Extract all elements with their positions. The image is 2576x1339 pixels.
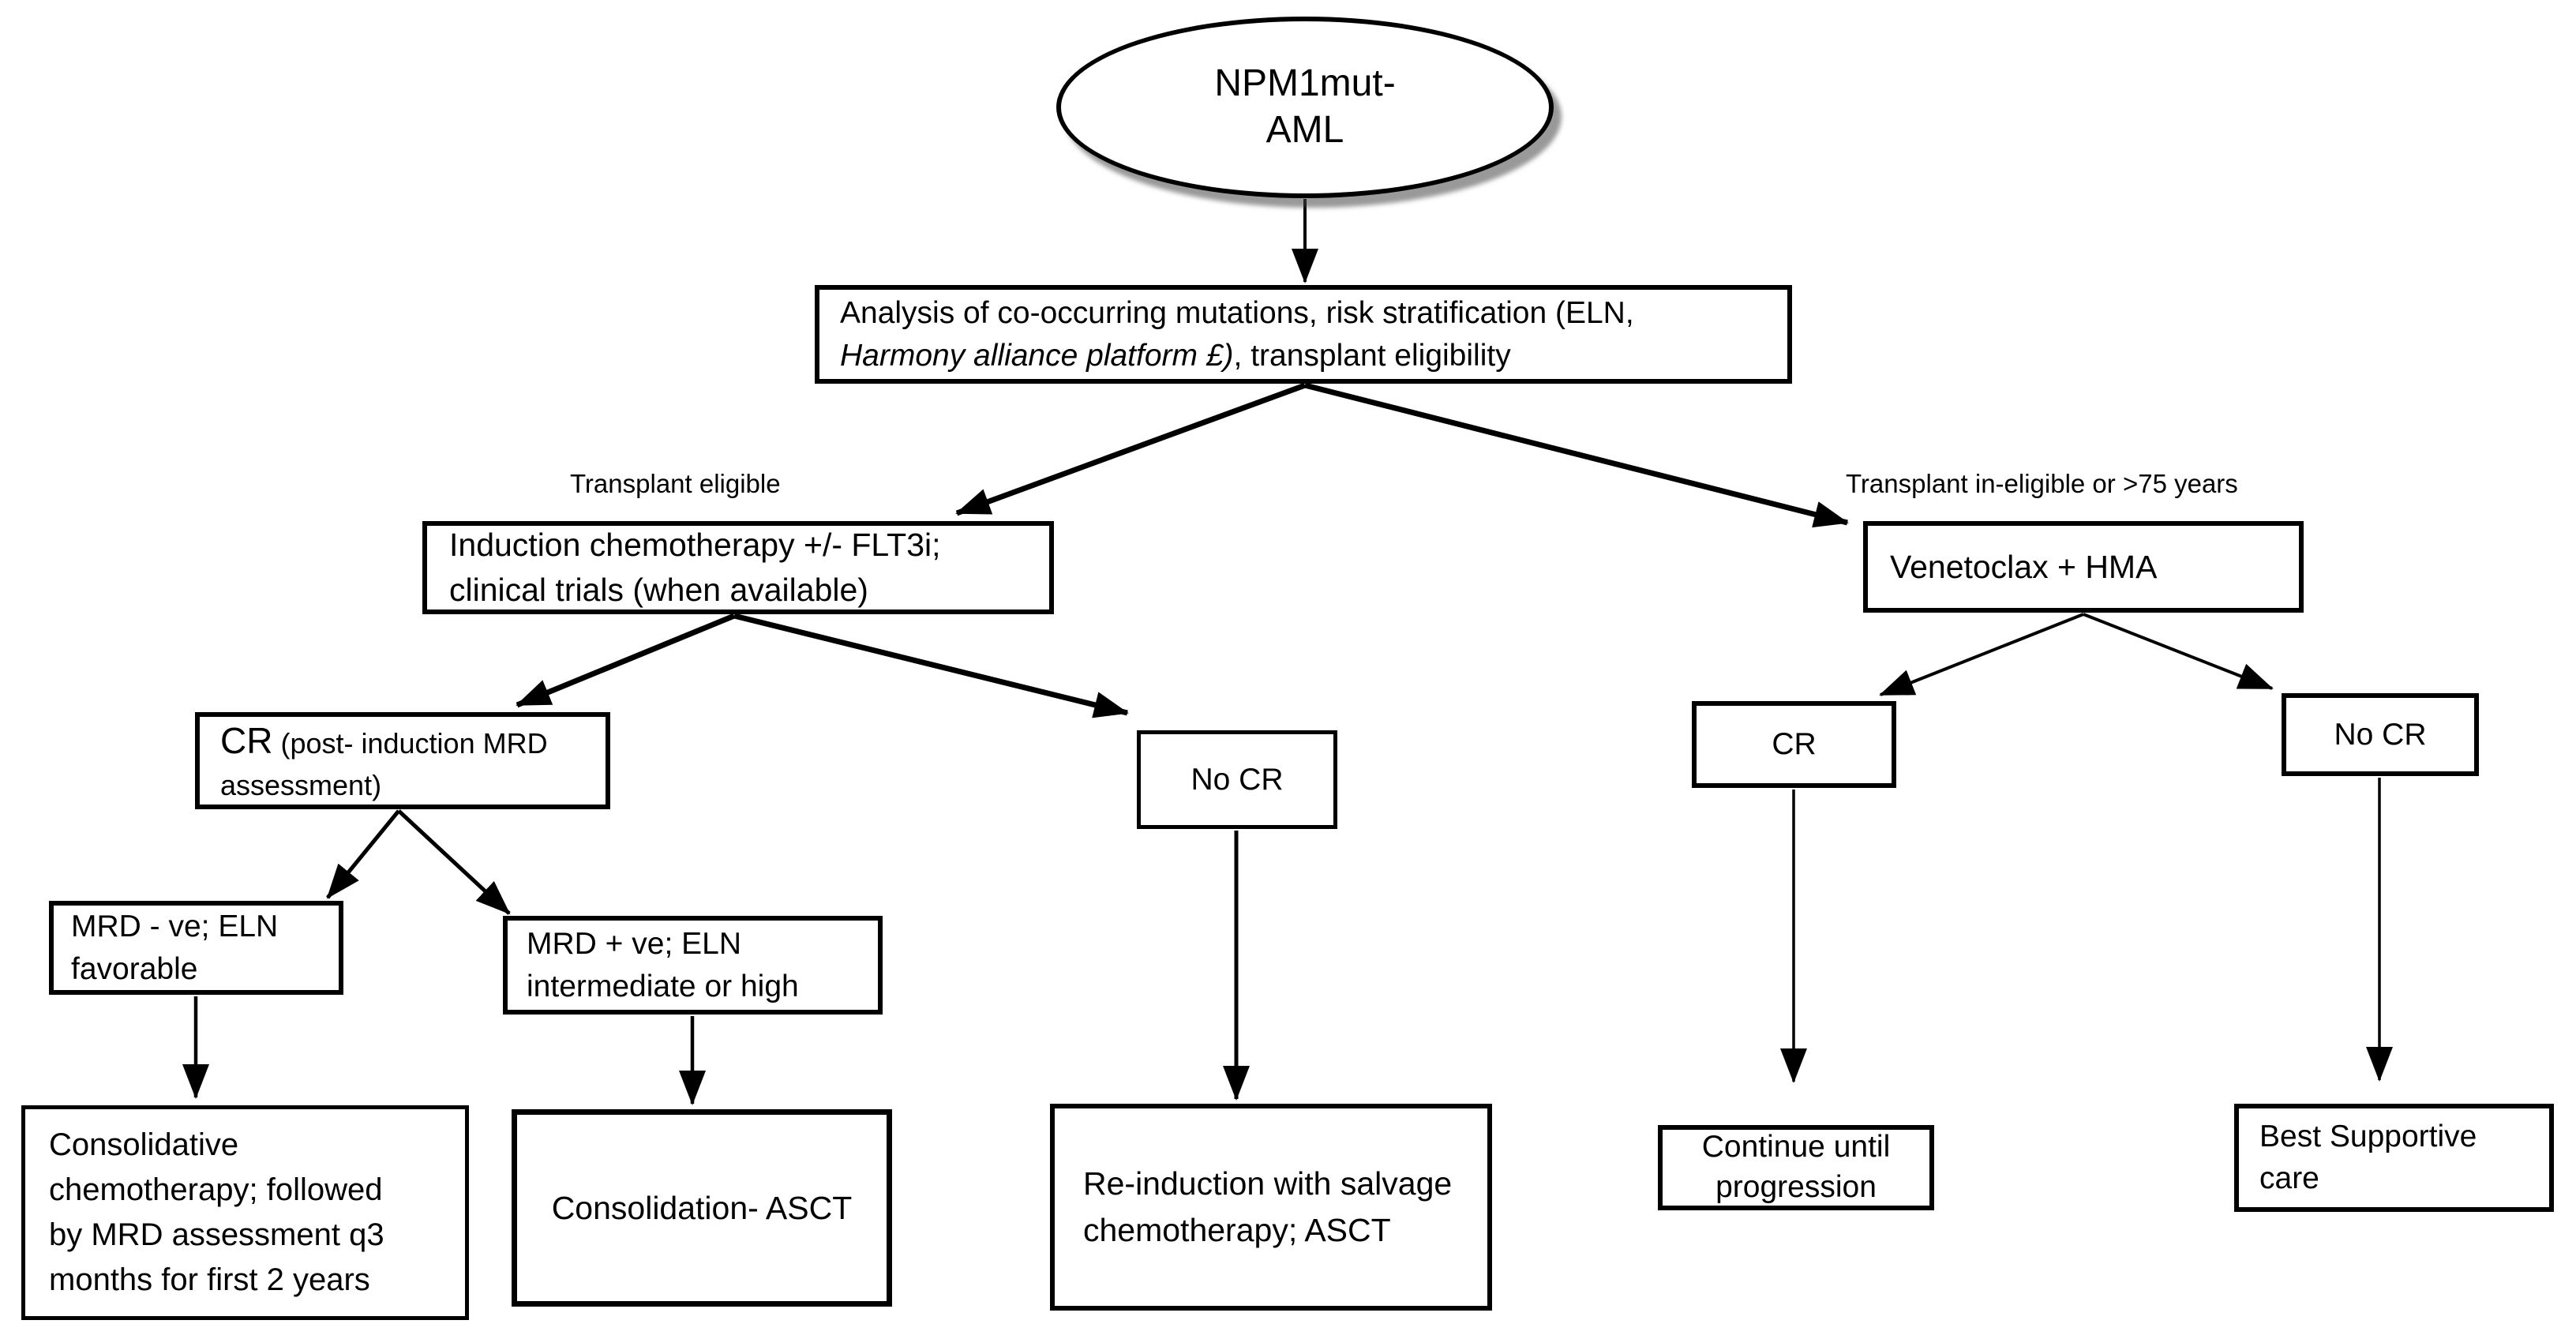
arrow-venetoclax-to-cr bbox=[1879, 613, 2084, 696]
consolidation-asct-label: Consolidation- ASCT bbox=[551, 1189, 853, 1226]
consolidative-line-4: months for first 2 years bbox=[49, 1262, 370, 1297]
consolidative-line-2: chemotherapy; followed bbox=[49, 1172, 383, 1208]
no-cr-left-label: No CR bbox=[1191, 762, 1284, 797]
best-supportive-care-box: Best Supportive care bbox=[2234, 1104, 2554, 1212]
consolidative-chemotherapy-box: Consolidative chemotherapy; followed by … bbox=[21, 1105, 469, 1320]
analysis-italic-segment: Harmony alliance platform £) bbox=[840, 338, 1234, 373]
arrow-induction-to-cr bbox=[516, 613, 736, 708]
root-line-2: AML bbox=[1266, 109, 1344, 151]
best-supportive-line-2: care bbox=[2259, 1161, 2319, 1195]
analysis-line-1: Analysis of co-occurring mutations, risk… bbox=[840, 295, 1634, 330]
mrd-negative-line-2: favorable bbox=[71, 951, 198, 986]
arrow-cr-to-mrd-negative bbox=[326, 809, 400, 899]
venetoclax-hma-box: Venetoclax + HMA bbox=[1863, 521, 2304, 613]
consolidative-line-1: Consolidative bbox=[49, 1127, 239, 1163]
reinduction-salvage-box: Re-induction with salvage chemotherapy; … bbox=[1050, 1104, 1492, 1311]
no-cr-right-label: No CR bbox=[2334, 717, 2427, 752]
continue-line-2: progression bbox=[1715, 1170, 1877, 1204]
arrow-induction-to-no-cr bbox=[733, 613, 1129, 718]
cr-left-line-1: CR (post- induction MRD bbox=[220, 716, 606, 766]
root-node-npm1mut-aml: NPM1mut- AML bbox=[1056, 17, 1554, 198]
arrow-analysis-to-induction bbox=[955, 382, 1307, 516]
best-supportive-line-1: Best Supportive bbox=[2259, 1119, 2477, 1153]
cr-left-sub-1: (post- induction MRD bbox=[272, 726, 548, 760]
no-cr-right-box: No CR bbox=[2282, 693, 2479, 776]
analysis-box: Analysis of co-occurring mutations, risk… bbox=[815, 285, 1792, 384]
cr-left-main: CR bbox=[220, 719, 273, 761]
root-line-1: NPM1mut- bbox=[1214, 62, 1396, 105]
arrow-venetoclax-to-no-cr bbox=[2083, 613, 2274, 690]
no-cr-left-box: No CR bbox=[1137, 730, 1337, 829]
branch-label-transplant-eligible: Transplant eligible bbox=[570, 469, 781, 498]
mrd-positive-line-2: intermediate or high bbox=[527, 969, 799, 1003]
consolidative-line-3: by MRD assessment q3 bbox=[49, 1217, 384, 1252]
analysis-regular-segment: , transplant eligibility bbox=[1233, 338, 1511, 373]
arrow-cr-to-mrd-positive bbox=[397, 809, 511, 915]
induction-line-1: Induction chemotherapy +/- FLT3i; bbox=[449, 527, 941, 564]
continue-until-progression-box: Continue until progression bbox=[1658, 1125, 1934, 1210]
mrd-negative-box: MRD - ve; ELN favorable bbox=[49, 901, 343, 995]
cr-right-box: CR bbox=[1692, 701, 1896, 788]
mrd-negative-line-1: MRD - ve; ELN bbox=[71, 909, 279, 943]
mrd-positive-line-1: MRD + ve; ELN bbox=[527, 926, 741, 961]
continue-line-1: Continue until bbox=[1701, 1130, 1891, 1165]
branch-label-transplant-ineligible: Transplant in-eligible or >75 years bbox=[1846, 469, 2238, 498]
consolidation-asct-box: Consolidation- ASCT bbox=[512, 1109, 892, 1307]
mrd-positive-box: MRD + ve; ELN intermediate or high bbox=[503, 916, 883, 1015]
induction-line-2: clinical trials (when available) bbox=[449, 572, 868, 608]
arrow-analysis-to-venetoclax bbox=[1304, 382, 1849, 528]
cr-left-sub-2: assessment) bbox=[220, 769, 382, 802]
cr-right-label: CR bbox=[1772, 727, 1817, 762]
cr-post-induction-box: CR (post- induction MRD assessment) bbox=[195, 712, 610, 809]
reinduction-line-2: chemotherapy; ASCT bbox=[1083, 1212, 1391, 1248]
venetoclax-label: Venetoclax + HMA bbox=[1890, 548, 2158, 585]
reinduction-line-1: Re-induction with salvage bbox=[1083, 1165, 1453, 1202]
induction-chemotherapy-box: Induction chemotherapy +/- FLT3i; clinic… bbox=[422, 521, 1054, 614]
analysis-line-2: Harmony alliance platform £), transplant… bbox=[840, 335, 1787, 377]
